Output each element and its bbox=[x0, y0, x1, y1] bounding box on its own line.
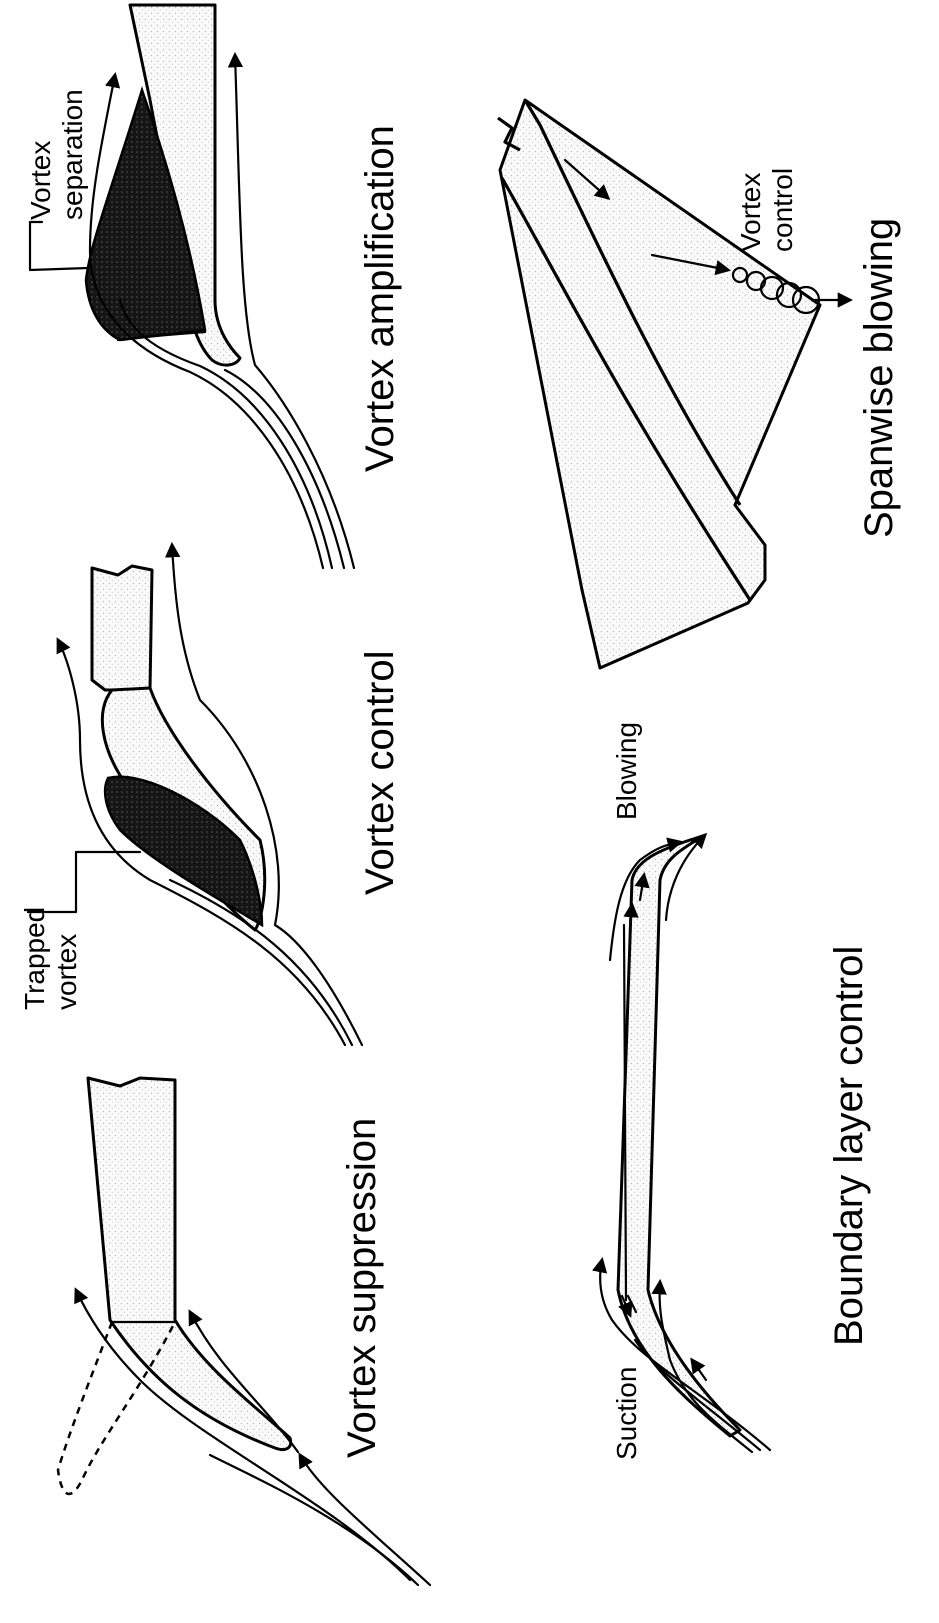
wing-plate bbox=[88, 1078, 291, 1450]
blowing-label: Blowing bbox=[611, 722, 642, 820]
vortex-separation-label-line1: Vortex bbox=[25, 141, 56, 220]
streamline bbox=[300, 1455, 430, 1585]
panel-title-spanwise-blowing: Spanwise blowing bbox=[857, 218, 901, 538]
panel-vortex-control: Trapped vortex Vortex control bbox=[19, 545, 402, 1045]
callout-leader bbox=[30, 222, 88, 270]
panel-title-vortex-suppression: Vortex suppression bbox=[340, 1118, 384, 1458]
trapped-vortex-label-line1: Trapped bbox=[19, 907, 50, 1010]
panel-spanwise-blowing: Vortex control Spanwise blowing bbox=[498, 100, 901, 668]
panel-title-boundary-layer-control: Boundary layer control bbox=[827, 946, 871, 1346]
vortex-control-label-line1: Vortex bbox=[735, 173, 766, 252]
panel-vortex-amplification: Vortex separation Vortex amplification bbox=[25, 5, 402, 568]
streamline bbox=[235, 55, 354, 568]
vortex-control-label-line2: control bbox=[767, 168, 798, 252]
suction-label: Suction bbox=[611, 1367, 642, 1460]
panel-boundary-layer-control: Blowing Suction Boundary layer control bbox=[600, 722, 871, 1460]
panel-title-vortex-control: Vortex control bbox=[358, 650, 402, 895]
vortex-separation-label-line2: separation bbox=[57, 89, 88, 220]
streamline bbox=[225, 370, 344, 568]
callout-leader bbox=[28, 852, 140, 912]
wing-plate bbox=[92, 566, 152, 690]
panel-vortex-suppression: Vortex suppression bbox=[58, 1078, 430, 1585]
trapped-vortex-region bbox=[105, 777, 262, 925]
panel-title-vortex-amplification: Vortex amplification bbox=[358, 125, 402, 472]
trapped-vortex-label-line2: vortex bbox=[51, 934, 82, 1010]
